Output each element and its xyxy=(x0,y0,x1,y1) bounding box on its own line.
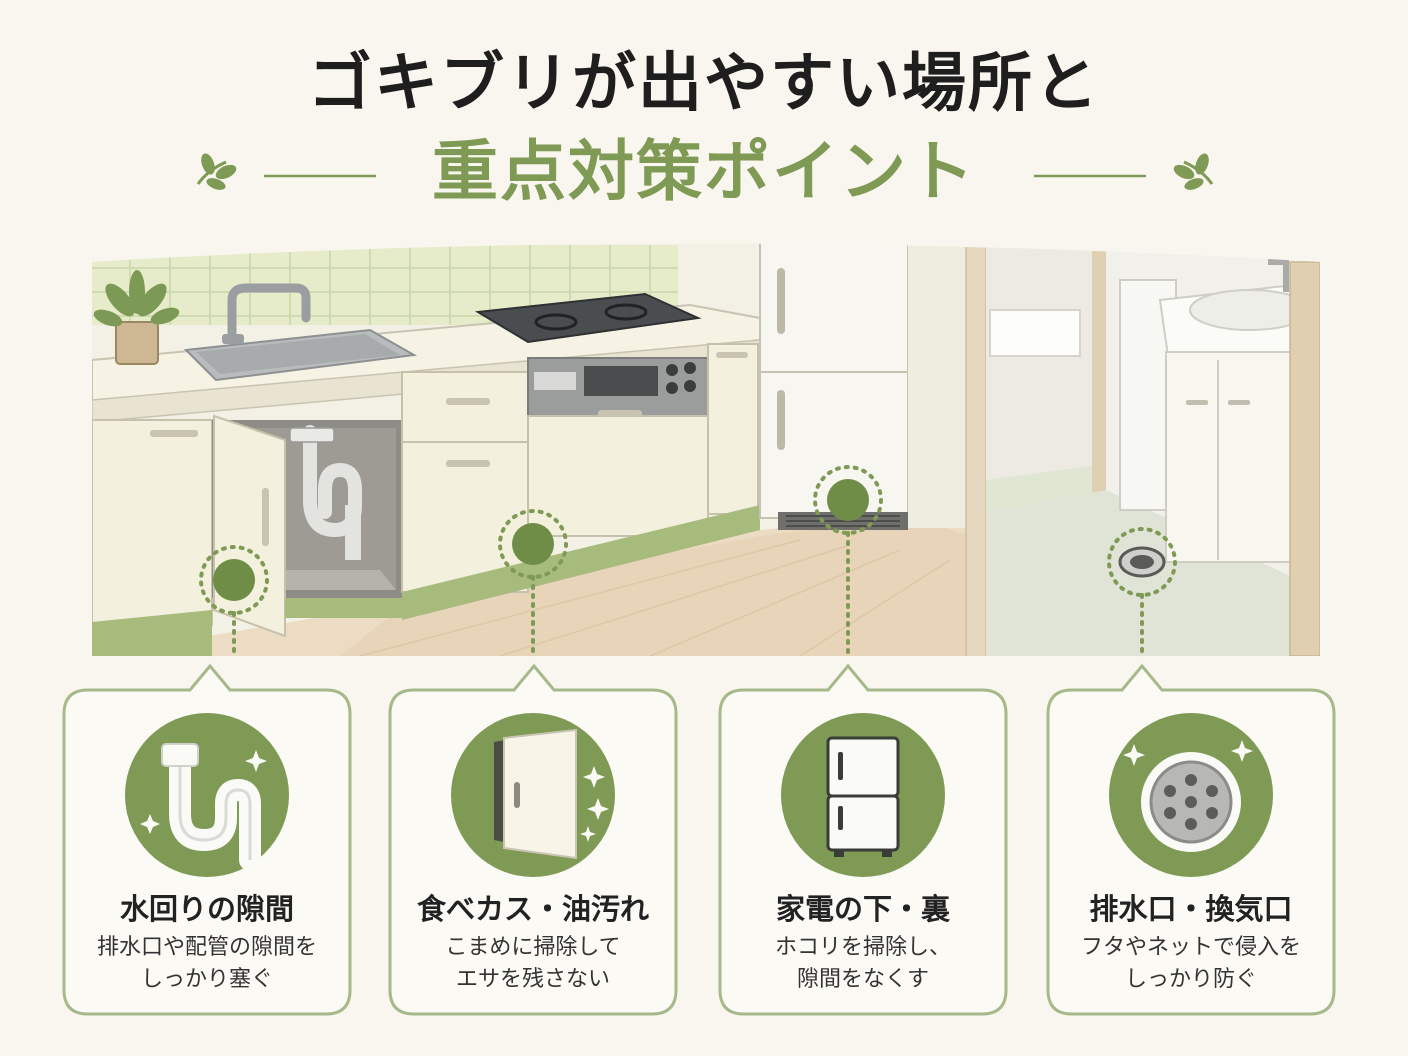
card-desc-line: エサを残さない xyxy=(455,967,610,992)
card-desc-line: しっかり塞ぐ xyxy=(140,967,273,992)
card-title: 排水口・換気口 xyxy=(1089,892,1293,926)
leaf-divider-left xyxy=(196,153,376,190)
card-title: 食べカス・油汚れ xyxy=(416,892,649,926)
card-description: ホコリを掃除し、 隙間をなくす xyxy=(740,932,986,996)
tip-card-drain-vents: 排水口・換気口 フタやネットで侵入を しっかり防ぐ xyxy=(1046,663,1336,1016)
drain-cover-icon xyxy=(1106,710,1276,880)
card-desc-line: 隙間をなくす xyxy=(796,967,929,992)
hotspot-markers xyxy=(199,465,1177,658)
card-desc-line: ホコリを掃除し、 xyxy=(774,935,951,960)
drain-pipe-icon xyxy=(122,710,292,880)
tip-card-appliances: 家電の下・裏 ホコリを掃除し、 隙間をなくす xyxy=(718,663,1008,1016)
card-desc-line: フタやネットで侵入を xyxy=(1080,935,1301,960)
card-description: 排水口や配管の隙間を しっかり塞ぐ xyxy=(84,932,330,996)
refrigerator-icon xyxy=(778,710,948,880)
card-title: 家電の下・裏 xyxy=(775,892,950,926)
cabinet-door-icon xyxy=(448,710,618,880)
leaf-divider-right xyxy=(1034,153,1214,190)
card-description: フタやネットで侵入を しっかり防ぐ xyxy=(1068,932,1314,996)
card-desc-line: しっかり防ぐ xyxy=(1124,967,1257,992)
kitchen-scene-illustration xyxy=(92,243,1320,658)
card-desc-line: 排水口や配管の隙間を xyxy=(96,935,317,960)
page-title: ゴキブリが出やすい場所と xyxy=(308,47,1100,121)
tip-card-water-gaps: 水回りの隙間 排水口や配管の隙間を しっかり塞ぐ xyxy=(62,663,352,1016)
card-description: こまめに掃除して エサを残さない xyxy=(410,932,656,996)
card-title: 水回りの隙間 xyxy=(119,892,294,926)
tip-card-food-grease: 食べカス・油汚れ こまめに掃除して エサを残さない xyxy=(388,663,678,1016)
page-subtitle: 重点対策ポイント xyxy=(432,133,976,210)
card-desc-line: こまめに掃除して xyxy=(445,935,621,960)
